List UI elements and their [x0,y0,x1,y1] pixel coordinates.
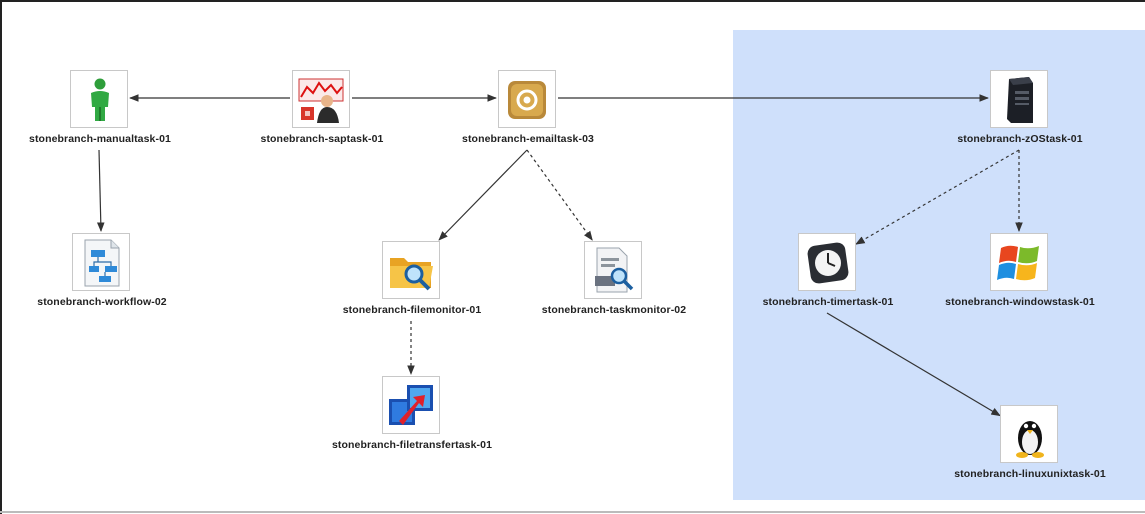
task-icon-box[interactable] [1000,405,1058,463]
task-icon-box[interactable] [72,233,130,291]
canvas-border-left [0,0,2,514]
task-node-filetransfertask[interactable]: stonebranch-filetransfertask-01 [332,376,492,451]
person-icon [91,78,109,121]
task-node-saptask[interactable]: stonebranch-saptask-01 [261,70,383,145]
task-label: stonebranch-taskmonitor-02 [541,304,687,316]
workflow-document-icon [84,239,120,287]
email-at-icon [508,81,546,119]
task-icon-box[interactable] [584,241,642,299]
task-label: stonebranch-linuxunixtask-01 [954,468,1106,480]
task-icon-box[interactable] [798,233,856,291]
connector-emailtask-to-filemonitor[interactable] [438,149,528,241]
task-node-workflow[interactable]: stonebranch-workflow-02 [37,233,167,308]
task-node-filemonitor[interactable]: stonebranch-filemonitor-01 [343,241,481,316]
canvas-border-top [0,0,1145,2]
task-icon-box[interactable] [990,233,1048,291]
canvas-border-bottom [0,511,1145,513]
task-label: stonebranch-manualtask-01 [29,133,171,145]
task-node-timertask[interactable]: stonebranch-timertask-01 [763,233,893,308]
task-icon-box[interactable] [292,70,350,128]
task-node-emailtask[interactable]: stonebranch-emailtask-03 [462,70,594,145]
connector-timertask-to-linuxunixtask[interactable] [826,312,1001,417]
folder-magnifier-icon [390,258,433,291]
task-label: stonebranch-emailtask-03 [462,133,594,145]
task-icon-box[interactable] [498,70,556,128]
clock-icon [807,242,849,284]
task-node-manualtask[interactable]: stonebranch-manualtask-01 [29,70,171,145]
task-label: stonebranch-windowstask-01 [945,296,1095,308]
task-label: stonebranch-timertask-01 [762,296,894,308]
task-label: stonebranch-filetransfertask-01 [331,439,493,451]
task-label: stonebranch-zOStask-01 [957,133,1083,145]
task-node-zostask[interactable]: stonebranch-zOStask-01 [957,70,1083,145]
windows-flag-icon [997,245,1039,281]
connector-emailtask-to-taskmonitor[interactable] [526,149,593,241]
task-icon-box[interactable] [382,241,440,299]
task-node-taskmonitor[interactable]: stonebranch-taskmonitor-02 [542,241,686,316]
connector-zostask-to-timertask[interactable] [855,149,1020,245]
task-icon-box[interactable] [70,70,128,128]
connector-manualtask-to-workflow[interactable] [96,149,105,232]
task-icon-box[interactable] [990,70,1048,128]
task-label: stonebranch-workflow-02 [37,296,167,308]
sap-business-icon [298,78,344,123]
task-icon-box[interactable] [382,376,440,434]
task-label: stonebranch-filemonitor-01 [342,304,482,316]
linux-penguin-icon [1016,421,1044,458]
task-magnifier-icon [595,247,634,293]
server-tower-icon [1007,77,1033,123]
file-transfer-icon [389,385,433,425]
task-label: stonebranch-saptask-01 [260,133,384,145]
task-node-windowstask[interactable]: stonebranch-windowstask-01 [945,233,1095,308]
task-node-linuxunixtask[interactable]: stonebranch-linuxunixtask-01 [954,405,1106,480]
